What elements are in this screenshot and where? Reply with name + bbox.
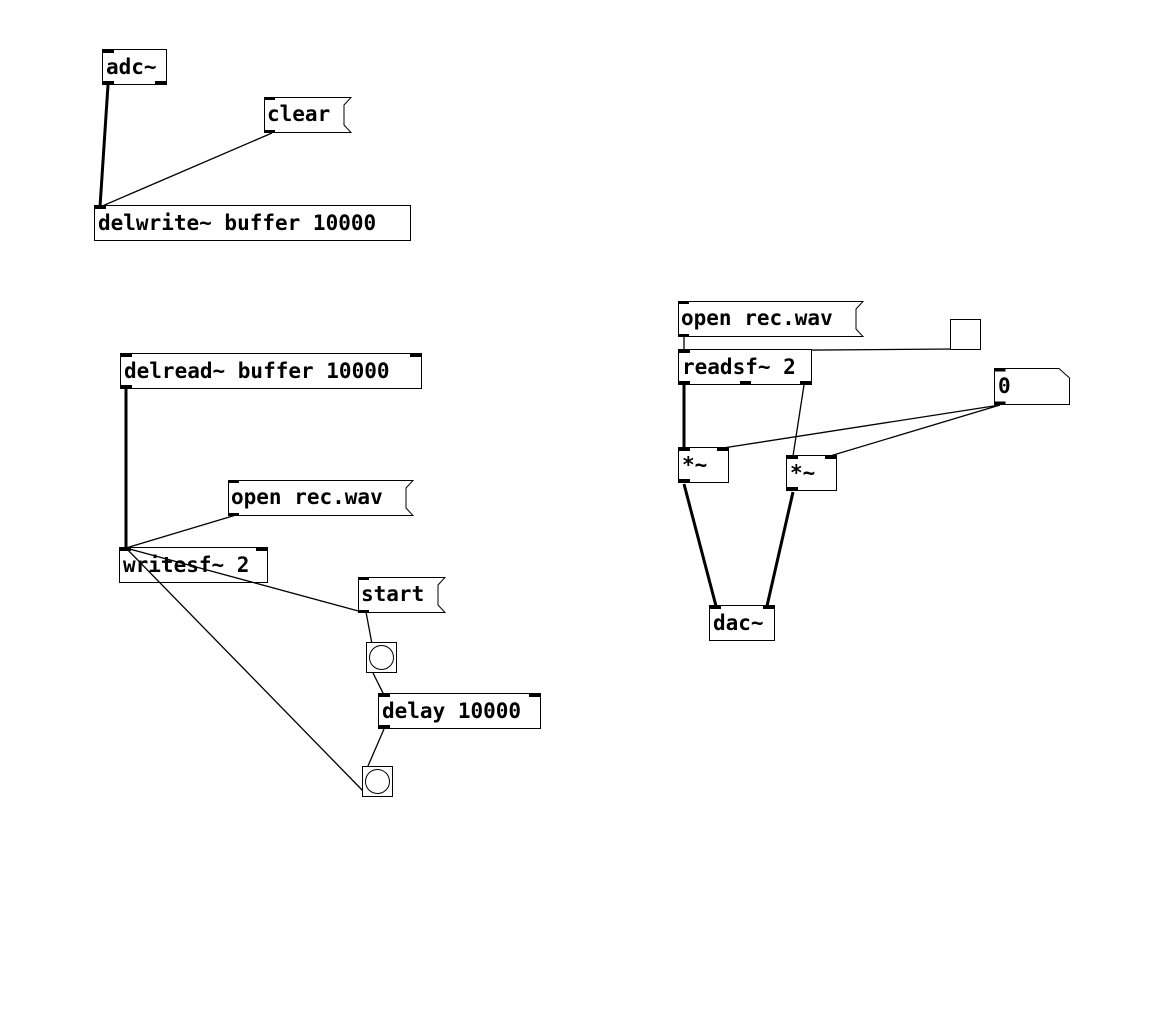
connection-open-writesf[interactable]: [125, 514, 237, 549]
writesf-object-label: writesf~ 2: [123, 553, 250, 577]
delwrite-object[interactable]: delwrite~ buffer 10000: [94, 205, 411, 241]
readsf-object[interactable]: readsf~ 2: [678, 349, 812, 385]
volume-number-value: 0: [998, 374, 1011, 398]
delread-object-label: delread~ buffer 10000: [124, 359, 390, 383]
dac-object[interactable]: dac~: [709, 605, 775, 641]
connection-bang-delay[interactable]: [372, 672, 385, 696]
open-file-message-right-label: open rec.wav: [681, 306, 833, 330]
open-file-message-left-label: open rec.wav: [231, 485, 383, 509]
delay-object-label: delay 10000: [382, 699, 522, 723]
multiply-object-right[interactable]: *~: [786, 455, 837, 491]
connection-readsf-mul-right[interactable]: [792, 384, 805, 457]
multiply-object-right-label: *~: [790, 461, 816, 485]
dac-object-label: dac~: [713, 611, 764, 635]
bang-circle-icon: [369, 645, 394, 670]
bang-button-stop[interactable]: [362, 766, 393, 797]
delwrite-object-label: delwrite~ buffer 10000: [98, 211, 377, 235]
connection-start-bang[interactable]: [365, 611, 373, 645]
clear-message[interactable]: clear: [264, 97, 352, 133]
delread-object[interactable]: delread~ buffer 10000: [120, 353, 422, 389]
connection-adc-delwrite[interactable]: [98, 84, 110, 208]
connection-number-mul-right[interactable]: [829, 404, 1001, 457]
open-file-message-right[interactable]: open rec.wav: [678, 301, 864, 337]
connection-bang-writesf[interactable]: [125, 547, 366, 794]
multiply-object-left[interactable]: *~: [678, 447, 729, 483]
play-toggle[interactable]: [950, 319, 981, 350]
connection-number-mul-left[interactable]: [722, 404, 1001, 449]
start-message-label: start: [361, 582, 425, 606]
adc-object-label: adc~: [106, 55, 157, 79]
clear-message-label: clear: [267, 102, 331, 126]
start-message[interactable]: start: [358, 577, 446, 613]
connection-mul-right-dac[interactable]: [765, 491, 795, 607]
writesf-object[interactable]: writesf~ 2: [119, 547, 268, 583]
adc-object[interactable]: adc~: [102, 49, 167, 85]
connection-clear-delwrite[interactable]: [99, 132, 273, 208]
delay-object[interactable]: delay 10000: [378, 693, 541, 729]
volume-number-box[interactable]: 0: [994, 368, 1070, 405]
open-file-message-left[interactable]: open rec.wav: [228, 480, 414, 516]
readsf-object-label: readsf~ 2: [682, 355, 796, 379]
bang-circle-icon: [365, 769, 390, 794]
bang-button-start[interactable]: [366, 642, 397, 673]
connection-delay-bang[interactable]: [367, 728, 385, 767]
multiply-object-left-label: *~: [682, 453, 708, 477]
connection-mul-left-dac[interactable]: [682, 483, 718, 607]
connection-start-writesf[interactable]: [125, 547, 363, 613]
